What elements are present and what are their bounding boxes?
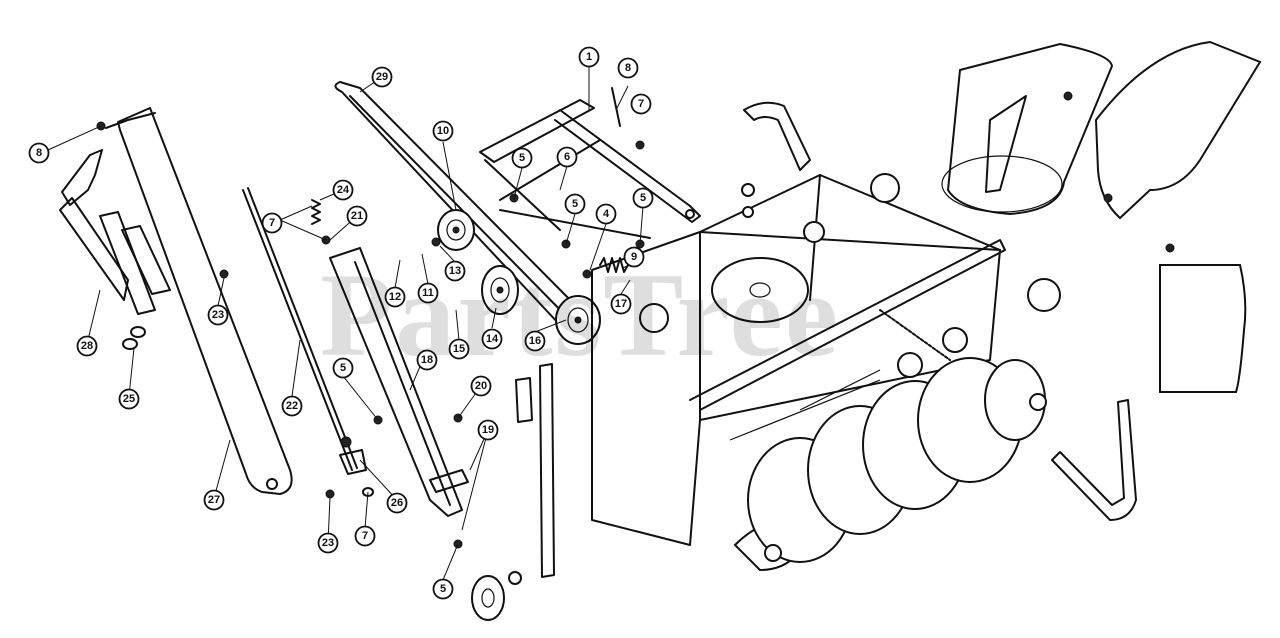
svg-text:5: 5: [440, 583, 446, 595]
spiral-auger: [733, 357, 1047, 572]
svg-text:5: 5: [640, 192, 646, 204]
svg-text:21: 21: [351, 210, 363, 222]
callout-5: 5: [511, 147, 533, 169]
auger-housing: [591, 174, 1006, 546]
chute-crank: [741, 101, 811, 218]
svg-text:7: 7: [362, 530, 368, 542]
svg-text:19: 19: [482, 424, 494, 436]
svg-text:22: 22: [286, 400, 298, 412]
callout-20: 20: [470, 375, 492, 397]
svg-text:6: 6: [564, 151, 570, 163]
callout-14: 14: [481, 328, 503, 350]
svg-text:9: 9: [631, 251, 637, 263]
svg-text:18: 18: [421, 354, 433, 366]
callout-7: 7: [354, 525, 376, 547]
pulley-10: [437, 209, 475, 251]
control-rod: [242, 187, 367, 475]
svg-text:13: 13: [449, 265, 461, 277]
callout-18: 18: [416, 349, 438, 371]
callout-10: 10: [432, 120, 454, 142]
control-arm: [329, 247, 469, 517]
svg-text:15: 15: [453, 343, 465, 355]
svg-text:25: 25: [123, 393, 135, 405]
svg-text:17: 17: [615, 298, 627, 310]
svg-text:28: 28: [81, 340, 93, 352]
callout-19: 19: [477, 419, 499, 441]
svg-text:20: 20: [475, 380, 487, 392]
svg-text:29: 29: [376, 71, 388, 83]
svg-text:10: 10: [437, 125, 449, 137]
callout-8: 8: [617, 57, 639, 79]
svg-text:26: 26: [391, 497, 403, 509]
spring-24: [311, 199, 321, 225]
leader-lines: [47, 66, 644, 581]
callout-28: 28: [76, 335, 98, 357]
callout-8: 8: [28, 142, 50, 164]
callout-25: 25: [118, 388, 140, 410]
callout-1: 1: [578, 46, 600, 68]
callout-29: 29: [371, 66, 393, 88]
svg-text:14: 14: [486, 333, 499, 345]
linkage-frame: [479, 99, 701, 239]
svg-text:7: 7: [269, 217, 275, 229]
callout-6: 6: [556, 146, 578, 168]
callout-5: 5: [632, 187, 654, 209]
svg-text:8: 8: [36, 147, 42, 159]
svg-text:16: 16: [529, 335, 541, 347]
svg-text:11: 11: [422, 287, 434, 299]
bolt-8-top: [611, 87, 621, 127]
impeller: [711, 257, 809, 323]
callout-17: 17: [610, 293, 632, 315]
svg-text:7: 7: [638, 98, 644, 110]
callout-26: 26: [386, 492, 408, 514]
callout-4: 4: [595, 203, 617, 225]
callout-12: 12: [384, 286, 406, 308]
chute-deflector: [941, 42, 1114, 216]
svg-text:23: 23: [322, 537, 334, 549]
svg-text:27: 27: [208, 494, 220, 506]
callout-22: 22: [281, 395, 303, 417]
callout-16: 16: [524, 330, 546, 352]
svg-text:1: 1: [586, 51, 592, 63]
svg-text:5: 5: [519, 152, 525, 164]
callout-27: 27: [203, 489, 225, 511]
pulley-14: [481, 265, 519, 315]
svg-text:23: 23: [212, 309, 224, 321]
handle-plate: [59, 149, 171, 315]
callout-24: 24: [332, 179, 354, 201]
support-strap: [1051, 399, 1137, 521]
callout-5: 5: [332, 357, 354, 379]
handle-bar: [105, 107, 293, 495]
callout-23: 23: [317, 532, 339, 554]
callout-5: 5: [564, 193, 586, 215]
svg-text:8: 8: [625, 62, 631, 74]
svg-text:5: 5: [572, 198, 578, 210]
callout-21: 21: [346, 205, 368, 227]
mounting-bracket: [515, 363, 555, 578]
svg-text:4: 4: [603, 208, 610, 220]
callout-9: 9: [623, 246, 645, 268]
callout-7: 7: [261, 212, 283, 234]
side-panel: [1159, 264, 1247, 393]
watermark: PartsTree: [320, 248, 840, 381]
callout-11: 11: [417, 282, 439, 304]
callout-13: 13: [444, 260, 466, 282]
callout-15: 15: [448, 338, 470, 360]
svg-text:5: 5: [340, 362, 346, 374]
svg-text:24: 24: [337, 184, 350, 196]
pulley-16: [555, 295, 601, 345]
spring-9: [599, 257, 629, 273]
chute-cover: [1094, 40, 1262, 220]
callout-23: 23: [207, 304, 229, 326]
callout-7: 7: [630, 93, 652, 115]
svg-text:12: 12: [389, 291, 401, 303]
gear-hubs: [639, 173, 1061, 378]
wheel: [471, 571, 522, 621]
callout-5: 5: [432, 578, 454, 600]
